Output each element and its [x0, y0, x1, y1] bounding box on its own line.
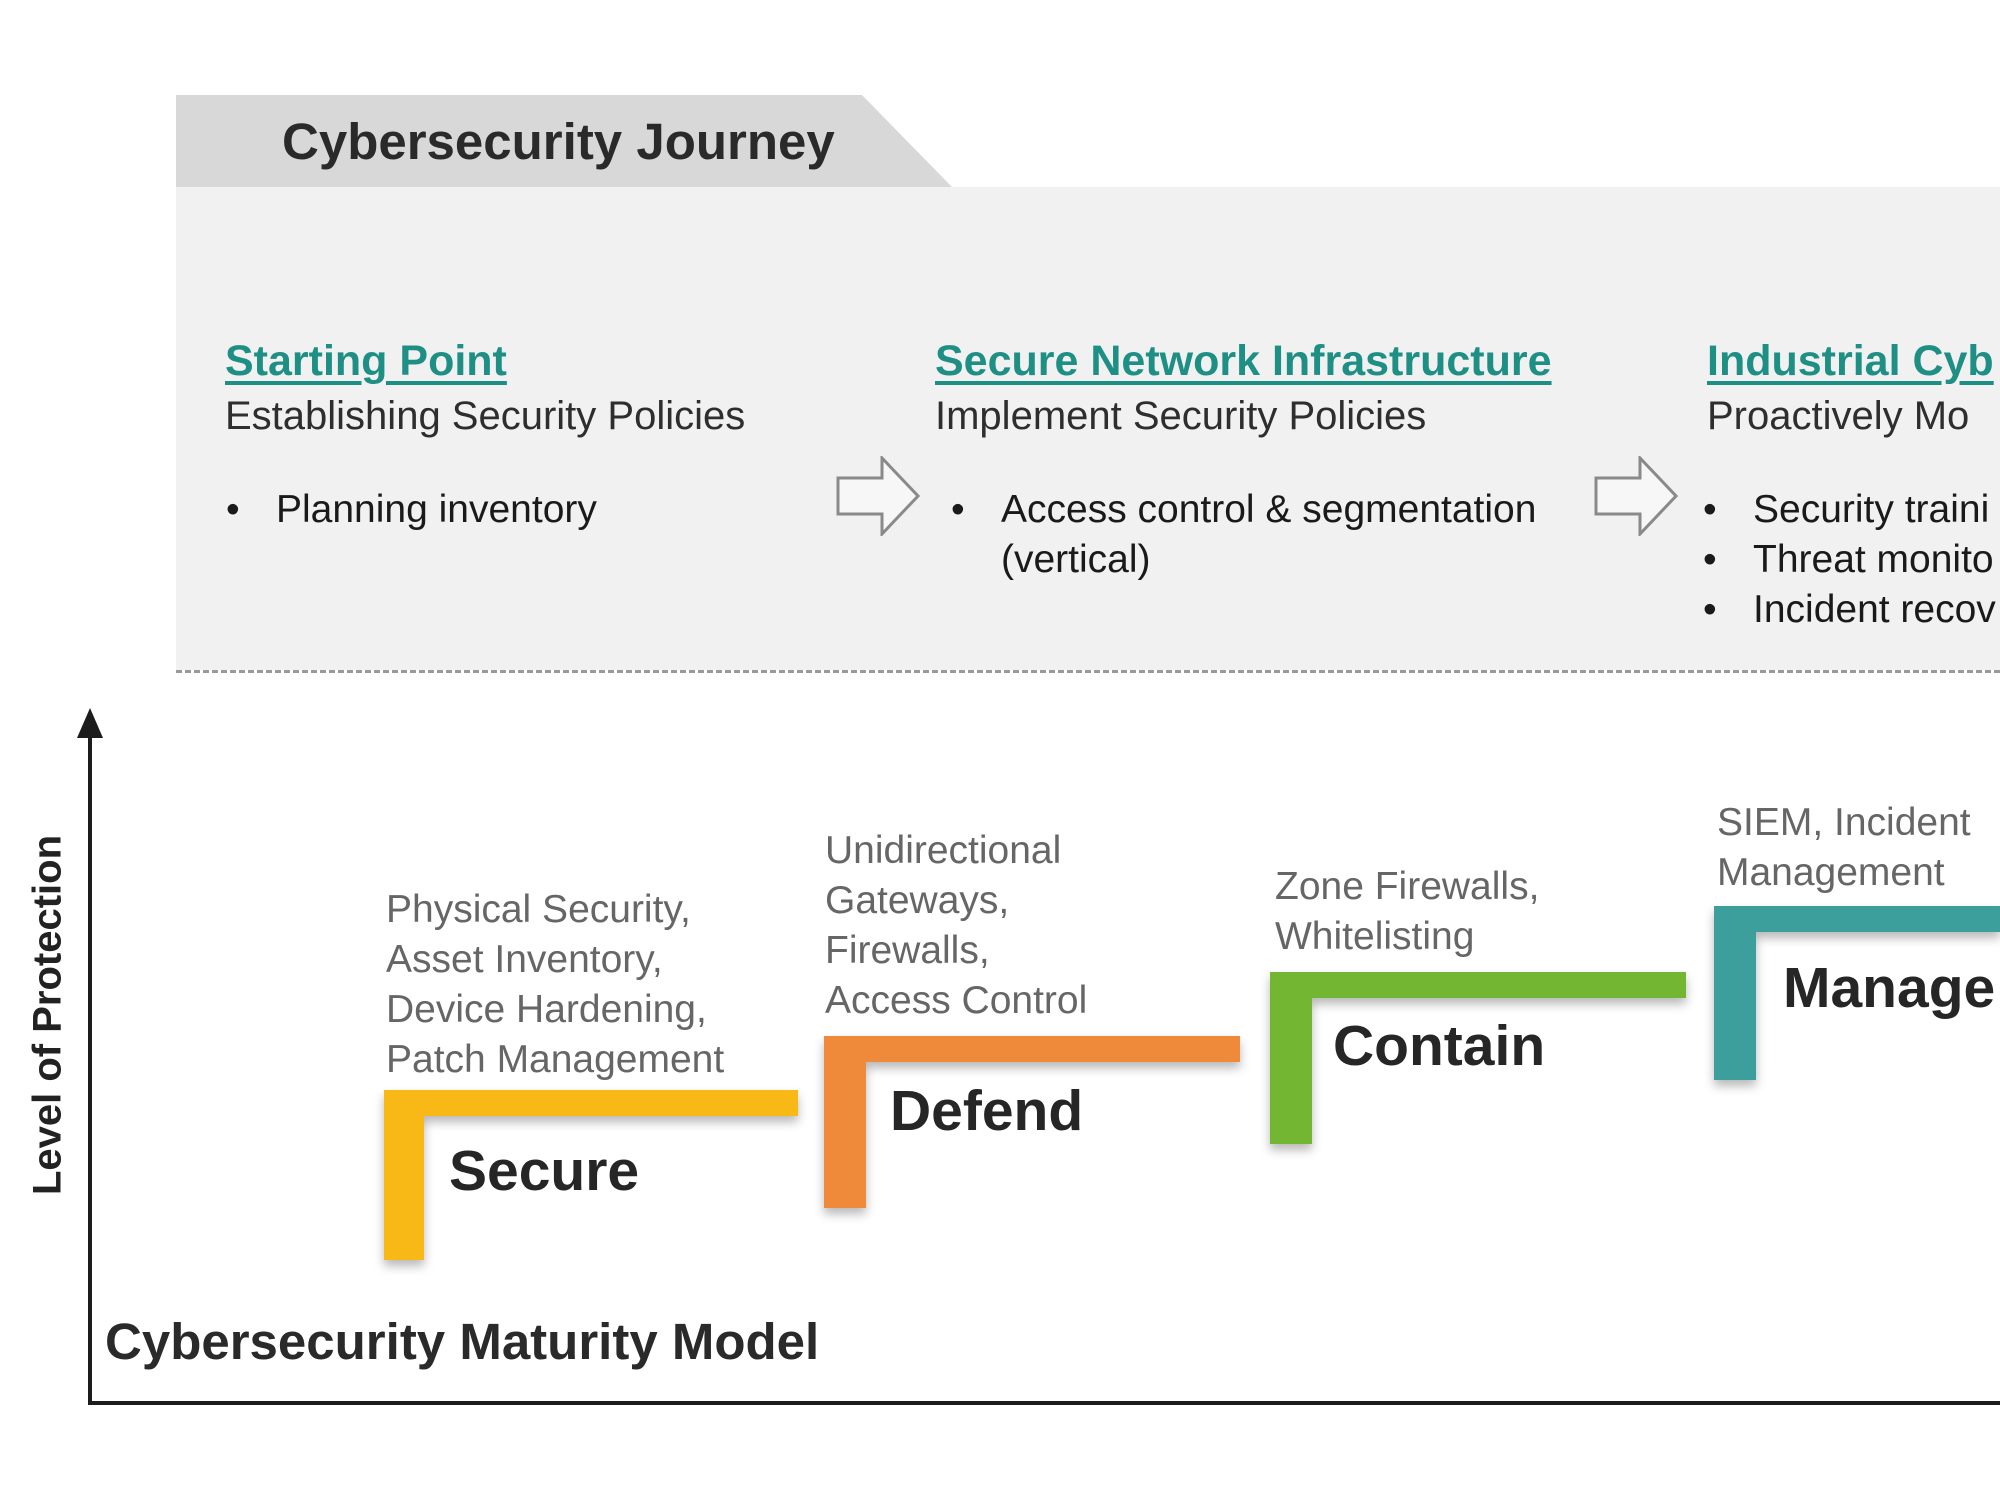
- step-label-defend: Defend: [890, 1079, 1084, 1143]
- stage-subheading-industrial-cybersecurity: Proactively Mo: [1707, 394, 1970, 438]
- stage-heading-industrial-cybersecurity[interactable]: Industrial Cyb: [1707, 337, 1994, 385]
- journey-title-tab: [176, 95, 952, 187]
- stage-heading-secure-network-infrastructure[interactable]: Secure Network Infrastructure: [935, 337, 1552, 385]
- description-line: Gateways,: [825, 879, 1010, 922]
- bullet-text: Threat monito: [1753, 538, 1994, 581]
- description-line: Access Control: [825, 979, 1088, 1022]
- y-axis-label: Level of Protection: [25, 834, 70, 1196]
- journey-title: Cybersecurity Journey: [282, 113, 835, 170]
- step-label-secure: Secure: [449, 1139, 640, 1203]
- stage-bullets-starting-point: Planning inventory: [226, 485, 597, 535]
- y-axis-arrowhead: [77, 708, 103, 738]
- step-description-manage: SIEM, Incident Management: [1717, 798, 1971, 898]
- description-line: Patch Management: [386, 1038, 725, 1081]
- description-line: Physical Security,: [386, 888, 691, 931]
- step-bracket-secure: [384, 1090, 798, 1260]
- bullet-text: Security traini: [1753, 488, 1990, 531]
- bullet-item: Planning inventory: [226, 485, 597, 535]
- step-description-secure: Physical Security, Asset Inventory, Devi…: [386, 885, 724, 1085]
- stage-bullets-secure-network-infrastructure: Access control & segmentation (vertical): [951, 485, 1536, 585]
- step-description-contain: Zone Firewalls, Whitelisting: [1275, 862, 1539, 962]
- description-line: Whitelisting: [1275, 915, 1475, 958]
- bullet-text-line-2: (vertical): [1001, 538, 1151, 581]
- description-line: Unidirectional: [825, 829, 1062, 872]
- description-line: Asset Inventory,: [386, 938, 663, 981]
- description-line: Management: [1717, 851, 1945, 894]
- dotted-divider: [176, 670, 2000, 673]
- bullet-item: Security traini: [1703, 485, 1996, 535]
- step-bracket-contain: [1270, 972, 1686, 1144]
- description-line: SIEM, Incident: [1717, 801, 1971, 844]
- bullet-text-line-1: Access control & segmentation: [1001, 488, 1537, 531]
- stage-heading-starting-point[interactable]: Starting Point: [225, 337, 507, 385]
- bullet-text: Planning inventory: [276, 488, 597, 531]
- outline-right-arrow-icon: [836, 456, 920, 536]
- outline-right-arrow-icon: [1594, 456, 1678, 536]
- bullet-item: Incident recov: [1703, 585, 1996, 635]
- step-label-manage: Manage: [1783, 956, 1996, 1020]
- stage-subheading-starting-point: Establishing Security Policies: [225, 394, 746, 438]
- step-bracket-manage: [1714, 906, 2000, 1080]
- step-bracket-defend: [824, 1036, 1240, 1208]
- journey-panel: [176, 187, 2000, 670]
- description-line: Firewalls,: [825, 929, 990, 972]
- stage-subheading-secure-network-infrastructure: Implement Security Policies: [935, 394, 1427, 438]
- bullet-item: Threat monito: [1703, 535, 1996, 585]
- description-line: Device Hardening,: [386, 988, 707, 1031]
- bullet-item: Access control & segmentation (vertical): [951, 485, 1536, 585]
- maturity-model-title: Cybersecurity Maturity Model: [105, 1313, 820, 1370]
- stage-bullets-industrial-cybersecurity: Security traini Threat monito Incident r…: [1703, 485, 1996, 635]
- step-label-contain: Contain: [1333, 1014, 1546, 1078]
- description-line: Zone Firewalls,: [1275, 865, 1540, 908]
- step-description-defend: Unidirectional Gateways, Firewalls, Acce…: [825, 826, 1087, 1026]
- bullet-text: Incident recov: [1753, 588, 1996, 631]
